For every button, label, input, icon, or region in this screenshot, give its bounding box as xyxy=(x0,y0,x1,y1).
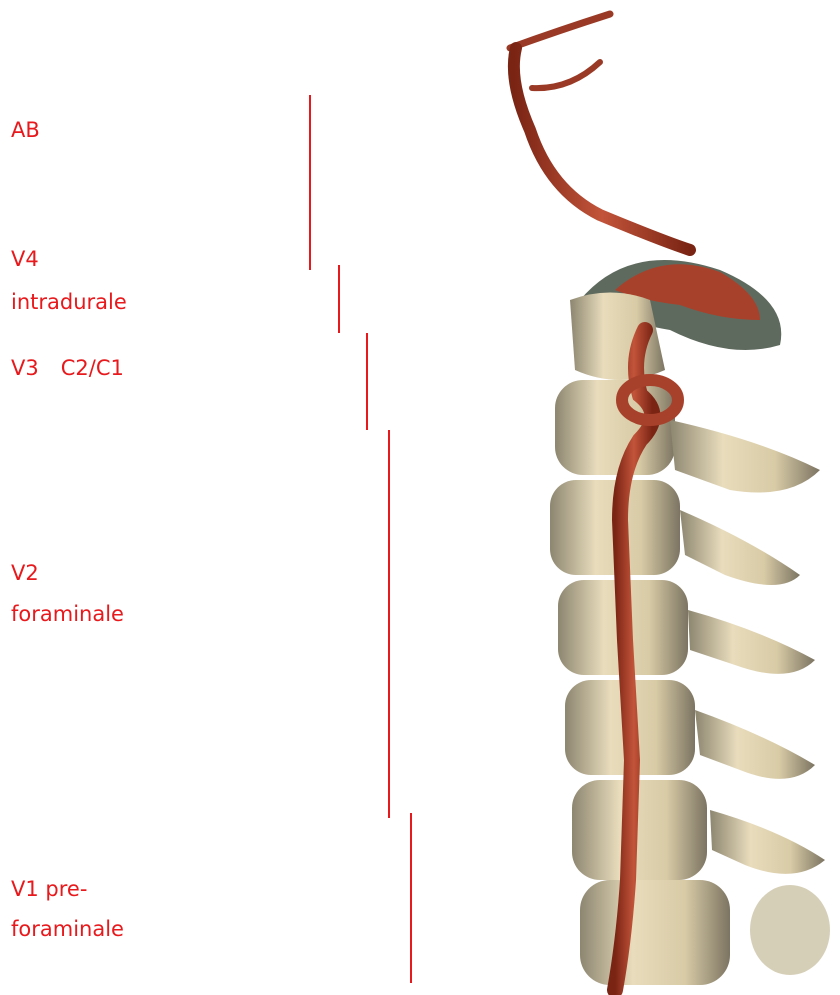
basilar-artery-icon xyxy=(510,14,690,250)
segment-line-ab xyxy=(309,95,311,270)
segment-label-v3-level: C2/C1 xyxy=(61,356,124,380)
cervical-spine-render xyxy=(490,0,840,995)
segment-line-v4 xyxy=(338,265,340,333)
vertebral-column-icon xyxy=(550,380,830,985)
segment-label-v4-detail: intradurale xyxy=(11,284,127,320)
segment-line-v3 xyxy=(366,333,368,430)
atlas-vertebra-icon xyxy=(570,260,781,380)
segment-label-v1: V1 pre- xyxy=(11,871,87,907)
segment-label-v3: V3 C2/C1 xyxy=(11,350,124,386)
segment-label-v3-name: V3 xyxy=(11,356,39,380)
segment-line-v2 xyxy=(388,430,390,818)
segment-label-v2: V2 xyxy=(11,555,39,591)
segment-label-v4: V4 xyxy=(11,241,39,277)
segment-line-v1 xyxy=(410,813,412,983)
segment-label-v2-detail: foraminale xyxy=(11,596,124,632)
segment-label-v1-detail: foraminale xyxy=(11,911,124,947)
segment-label-ab: AB xyxy=(11,112,40,148)
